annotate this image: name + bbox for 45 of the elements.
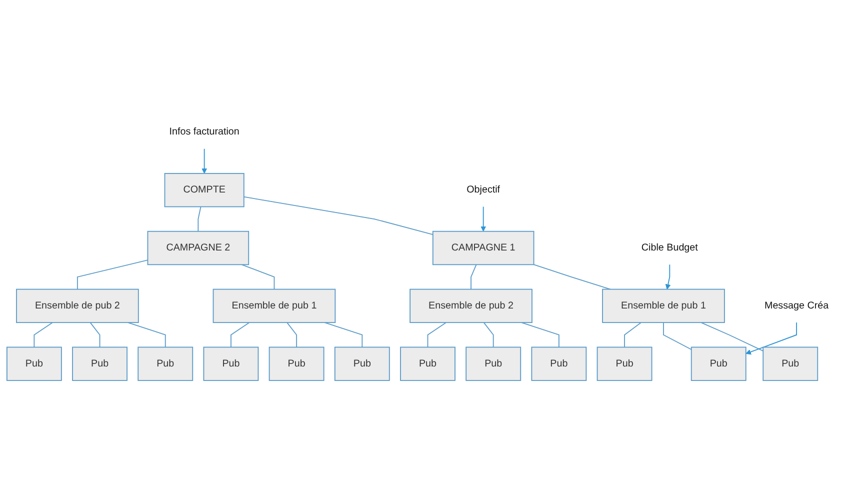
arrow: [202, 148, 208, 174]
node-box: Pub: [6, 346, 62, 381]
connector: [521, 322, 560, 348]
node-box: Ensemble de pub 1: [212, 288, 336, 323]
node-box: CAMPAGNE 2: [147, 230, 250, 266]
connector: [128, 322, 166, 348]
node-box: Pub: [203, 346, 259, 381]
arrow: [480, 206, 486, 232]
node-box: Pub: [466, 346, 522, 381]
node-box: Pub: [72, 346, 128, 381]
connector: [286, 322, 298, 348]
node-box: Pub: [690, 346, 746, 381]
node-box: Pub: [531, 346, 587, 381]
node-text: Message Créa: [764, 300, 829, 311]
connector: [483, 322, 494, 348]
node-box: COMPTE: [164, 173, 244, 208]
connector: [533, 264, 611, 290]
node-box: CAMPAGNE 1: [432, 230, 534, 266]
node-text: Cible Budget: [641, 242, 698, 253]
node-box: Pub: [138, 346, 194, 381]
connector: [427, 322, 447, 348]
node-box: Pub: [400, 346, 456, 381]
node-box: Pub: [762, 346, 818, 381]
connector: [243, 196, 434, 236]
connector: [76, 260, 148, 290]
connector: [624, 322, 642, 348]
connector: [241, 264, 275, 290]
node-box: Ensemble de pub 1: [602, 288, 725, 323]
node-box: Ensemble de pub 2: [410, 288, 532, 323]
connector: [663, 322, 692, 350]
node-box: Pub: [268, 346, 324, 381]
connector: [230, 322, 250, 348]
connector: [324, 322, 363, 348]
node-text: Objectif: [466, 184, 500, 196]
node-box: Pub: [596, 346, 652, 381]
connector: [198, 206, 202, 232]
node-text: Infos facturation: [169, 126, 240, 138]
connector: [90, 322, 100, 348]
connector: [34, 322, 54, 348]
arrow: [665, 264, 671, 290]
arrow: [746, 322, 797, 355]
node-box: Pub: [334, 346, 390, 381]
node-box: Ensemble de pub 2: [16, 288, 139, 323]
connector: [470, 264, 477, 290]
connector: [700, 322, 764, 352]
